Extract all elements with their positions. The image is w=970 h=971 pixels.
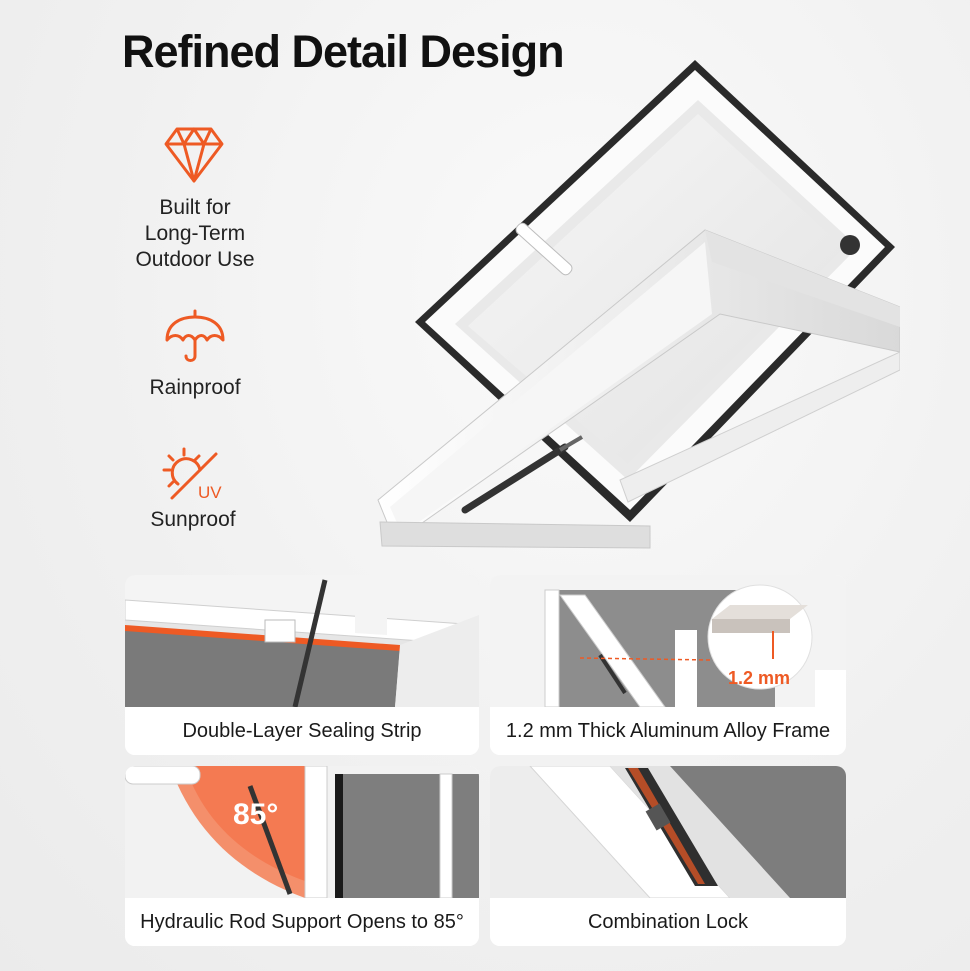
feature-label-sunproof: Sunproof [150, 508, 236, 531]
card-caption: Combination Lock [490, 898, 846, 946]
thickness-badge: 1.2 mm [728, 668, 791, 688]
hydraulic-rod [461, 443, 569, 514]
feature-label-rainproof: Rainproof [149, 376, 241, 399]
umbrella-icon [165, 309, 225, 362]
page-title: Refined Detail Design [122, 26, 565, 77]
angle-badge: 85° [233, 798, 279, 831]
feature-label-durable: Built for Long-Term Outdoor Use [135, 196, 255, 271]
aluminum-frame-photo [490, 575, 846, 707]
hydraulic-rod-photo [125, 766, 479, 898]
card-sealing-strip: Double-Layer Sealing Strip [125, 575, 479, 755]
sun-uv-icon: UV [162, 447, 222, 502]
card-caption: 1.2 mm Thick Aluminum Alloy Frame [490, 707, 846, 755]
sealing-strip-photo [125, 575, 479, 707]
card-aluminum-frame: 1.2 mm 1.2 mm Thick Aluminum Alloy Frame [490, 575, 846, 755]
card-hydraulic-rod: 85° Hydraulic Rod Support Opens to 85° [125, 766, 479, 946]
window-handle [515, 222, 573, 276]
combination-lock-photo [490, 766, 846, 898]
card-caption: Hydraulic Rod Support Opens to 85° [125, 898, 479, 946]
hero-window-image [377, 60, 900, 549]
hinge [840, 235, 860, 255]
diamond-icon [164, 127, 224, 183]
bottom-bar [379, 521, 651, 549]
uv-text: UV [198, 483, 222, 502]
card-caption: Double-Layer Sealing Strip [125, 707, 479, 755]
card-combination-lock: Combination Lock [490, 766, 846, 946]
